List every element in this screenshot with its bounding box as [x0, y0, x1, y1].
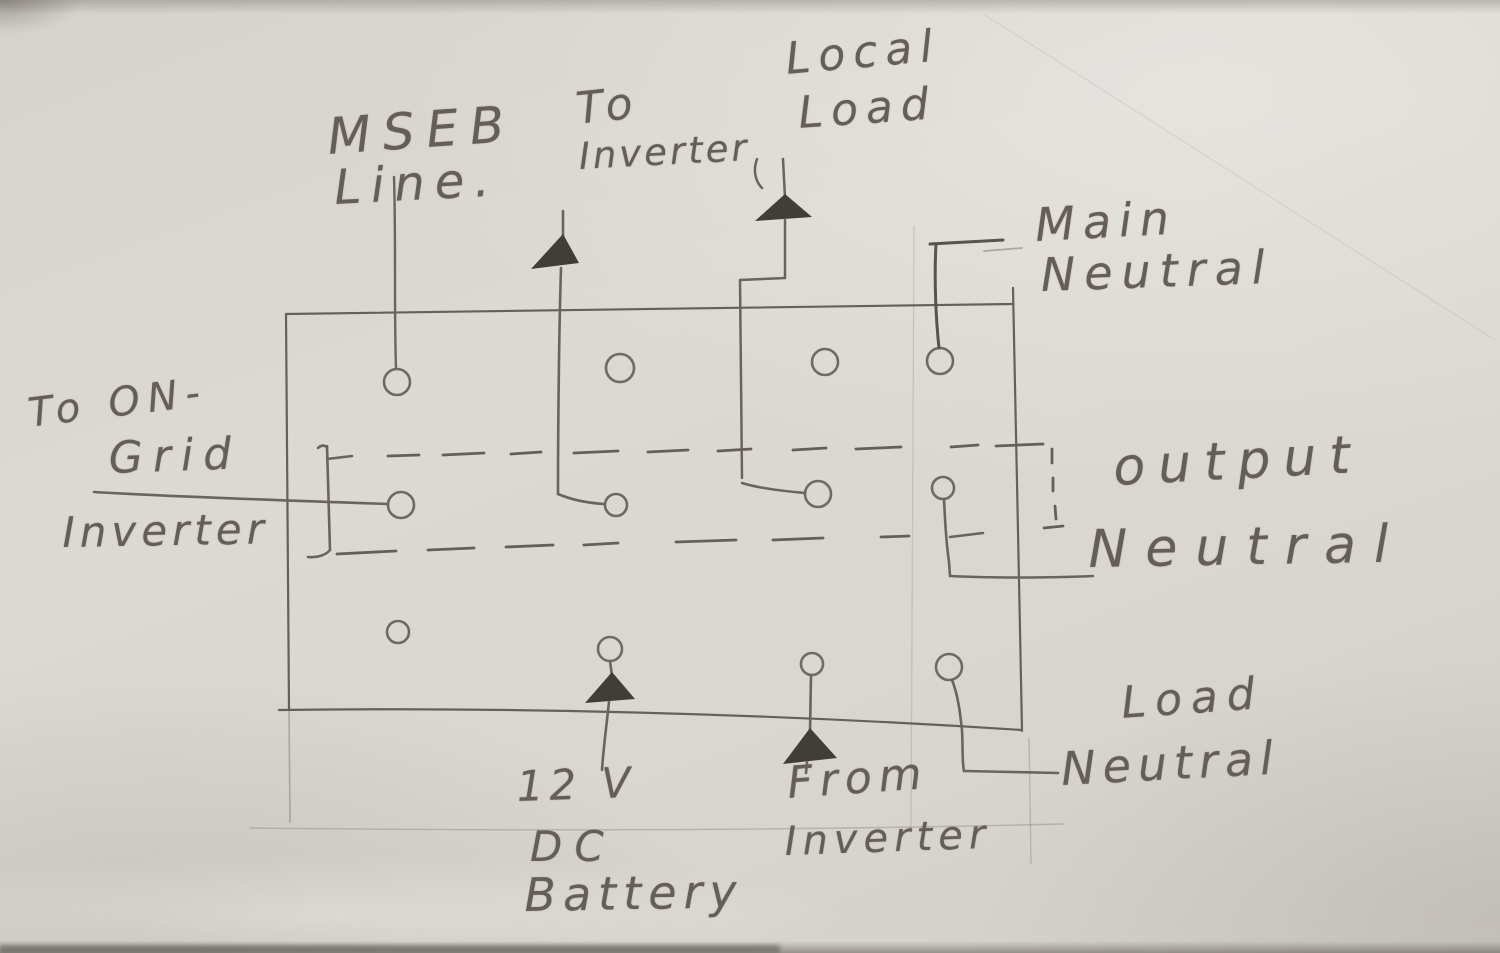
from-inverter-stem-top	[808, 673, 813, 734]
mseb-line-wire	[392, 175, 398, 370]
on-grid-wire	[92, 490, 390, 506]
terminal-r2-c1	[386, 490, 416, 520]
terminal-r2-c2	[603, 492, 629, 518]
label-battery-1: 12 V	[515, 757, 638, 811]
box-top-edge	[284, 302, 1015, 316]
load-neutral-out	[962, 769, 1060, 775]
on-grid-inverter-wire	[92, 490, 390, 506]
main-neutral-wire	[928, 238, 1023, 350]
main-neutral-tick-echo	[983, 247, 1023, 252]
from-inverter-wire	[783, 673, 837, 775]
photo-corner-shadow	[0, 0, 120, 50]
battery-stem	[600, 700, 611, 772]
local-load-jog-right	[740, 481, 807, 495]
label-to-inverter-top-2: Inverter	[577, 126, 751, 178]
arrow-up-icon	[531, 234, 579, 269]
terminal-r3-c4	[934, 652, 964, 682]
crease-diagonal	[984, 14, 1496, 341]
linkage-dashes-row2	[335, 534, 911, 556]
arrow-up-icon	[755, 194, 812, 221]
label-load-neutral-2: Neutral	[1059, 730, 1282, 796]
terminal-r2-c3	[803, 479, 833, 509]
from-inverter-stem	[804, 760, 809, 775]
label-from-inverter-1: From	[785, 748, 931, 809]
label-battery-3: Battery	[523, 864, 745, 922]
paper-creases	[249, 14, 1496, 865]
right-pole-blade	[942, 497, 952, 578]
changeover-left-pole	[306, 444, 354, 559]
terminal-r1-c2	[604, 352, 636, 384]
label-battery-2: DC	[530, 822, 616, 871]
local-load-wire	[738, 157, 812, 495]
terminal-r1-c4	[925, 346, 955, 376]
load-neutral-descender	[950, 678, 966, 773]
battery-wire	[585, 659, 635, 772]
label-main-neutral-1: Main	[1033, 190, 1179, 252]
main-neutral-stem	[933, 242, 941, 350]
linkage-dashes-corner	[1042, 447, 1065, 530]
arrow-up-icon	[783, 728, 837, 764]
faint-bottom-line	[249, 823, 1064, 831]
to-inverter-wire	[531, 209, 606, 506]
label-from-inverter-2: Inverter	[783, 811, 992, 865]
linkage-dashes-row1	[386, 442, 1045, 458]
label-output-neutral-1: output	[1111, 424, 1365, 498]
local-load-comma-stroke	[753, 157, 764, 190]
label-to-on-grid-2: Grid	[107, 428, 242, 484]
output-neutral-out	[948, 574, 1095, 579]
label-load-neutral-1: Load	[1119, 668, 1266, 729]
label-local-load-2: Load	[796, 78, 939, 139]
label-local-load-1: Local	[783, 20, 943, 85]
terminal-r3-c2	[596, 635, 624, 663]
local-load-descender	[738, 278, 744, 480]
load-neutral-wire	[950, 678, 1060, 775]
terminal-r3-c1	[385, 619, 411, 645]
label-to-inverter-top-1: To	[573, 77, 643, 135]
label-main-neutral-2: Neutral	[1039, 239, 1275, 302]
faint-right-extension	[1028, 737, 1032, 865]
photo-edge-bottom-left-shadow	[0, 945, 780, 953]
box-right-edge	[1011, 286, 1024, 733]
terminal-circles	[382, 346, 964, 682]
photo-edge-top-shadow	[0, 0, 1500, 14]
terminal-r3-c3	[799, 651, 825, 677]
main-neutral-tick	[928, 238, 1005, 246]
local-load-jog-left	[738, 276, 787, 282]
box-left-edge	[284, 312, 291, 711]
mseb-wire-stem	[392, 175, 398, 370]
box-bottom-edge	[277, 708, 1024, 732]
to-inverter-jog	[556, 492, 606, 506]
terminal-r2-c4	[930, 475, 956, 501]
switch-box-outline	[277, 286, 1024, 733]
terminal-r1-c1	[382, 367, 412, 397]
photo-edge-bottom-shadow	[0, 941, 1500, 953]
crease-vertical	[910, 225, 915, 829]
right-pole-tick	[948, 531, 985, 539]
left-pole-curl	[306, 548, 332, 559]
left-pole-hook-top	[316, 444, 329, 450]
local-load-stem-top	[781, 157, 787, 200]
label-to-on-grid-3: Inverter	[61, 504, 270, 557]
output-neutral-wire	[942, 497, 1095, 579]
arrow-up-icon	[585, 672, 635, 703]
label-output-neutral-2: Neutral	[1087, 514, 1407, 580]
faint-left-extension	[288, 708, 291, 823]
to-inverter-stem	[556, 266, 563, 496]
left-pole-tick	[325, 454, 354, 461]
left-pole-blade	[325, 444, 332, 552]
label-mseb-line-2: Line.	[332, 151, 501, 216]
changeover-linkage-dashed	[335, 442, 1065, 556]
terminal-r1-c3	[810, 347, 840, 377]
